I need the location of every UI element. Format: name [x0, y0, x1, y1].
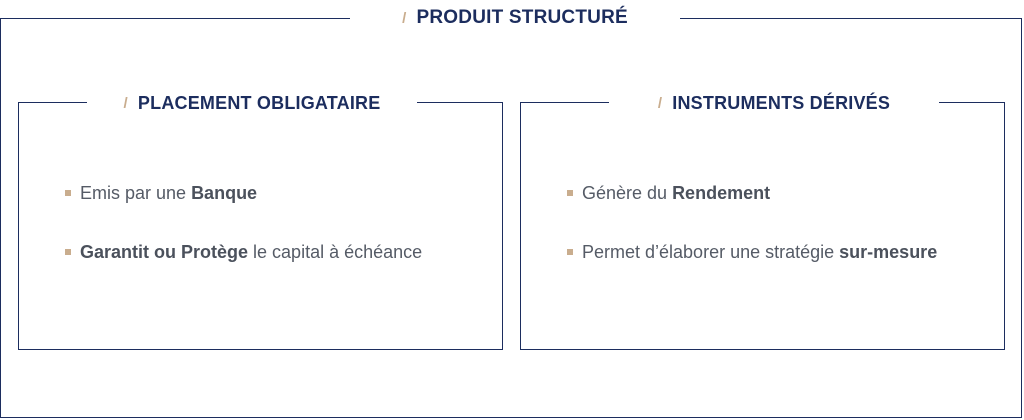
bullet-text: Génère du: [582, 182, 673, 203]
bullet-emphasis: Banque: [191, 182, 258, 203]
list-item: Garantit ou Protège le capital à échéanc…: [65, 238, 422, 266]
bullet-emphasis: Garantit ou Protège: [80, 241, 249, 262]
bullet-text: Permet d’élaborer une stratégie: [582, 241, 840, 262]
bullet-emphasis: Rendement: [672, 182, 771, 203]
card-placement-obligataire: / PLACEMENT OBLIGATAIRE Emis par une Ban…: [18, 86, 503, 350]
card-title: PLACEMENT OBLIGATAIRE: [137, 92, 381, 113]
bullet-square-icon: [567, 249, 573, 255]
bullet-emphasis: sur-mesure: [839, 241, 938, 262]
list-item: Génère du Rendement: [567, 179, 937, 207]
list-item: Emis par une Banque: [65, 179, 422, 207]
slash-icon: /: [123, 94, 128, 112]
list-item: Permet d’élaborer une stratégie sur-mesu…: [567, 238, 937, 266]
bullet-list: Emis par une Banque Garantit ou Protège …: [65, 179, 422, 297]
bullet-square-icon: [65, 249, 71, 255]
card-heading: / INSTRUMENTS DÉRIVÉS: [609, 86, 939, 120]
bullet-text: Emis par une: [80, 182, 192, 203]
card-title: INSTRUMENTS DÉRIVÉS: [672, 92, 891, 113]
bullet-square-icon: [567, 190, 573, 196]
card-instruments-derives: / INSTRUMENTS DÉRIVÉS Génère du Rendemen…: [520, 86, 1005, 350]
slash-icon: /: [657, 94, 663, 112]
section-title: PRODUIT STRUCTURÉ: [416, 7, 628, 28]
bullet-list: Génère du Rendement Permet d’élaborer un…: [567, 179, 937, 297]
bullet-square-icon: [65, 190, 71, 196]
card-heading: / PLACEMENT OBLIGATAIRE: [87, 86, 417, 120]
bullet-text: le capital à échéance: [248, 241, 423, 262]
slash-icon: /: [402, 9, 407, 27]
section-heading-produit-structure: / PRODUIT STRUCTURÉ: [350, 0, 680, 36]
